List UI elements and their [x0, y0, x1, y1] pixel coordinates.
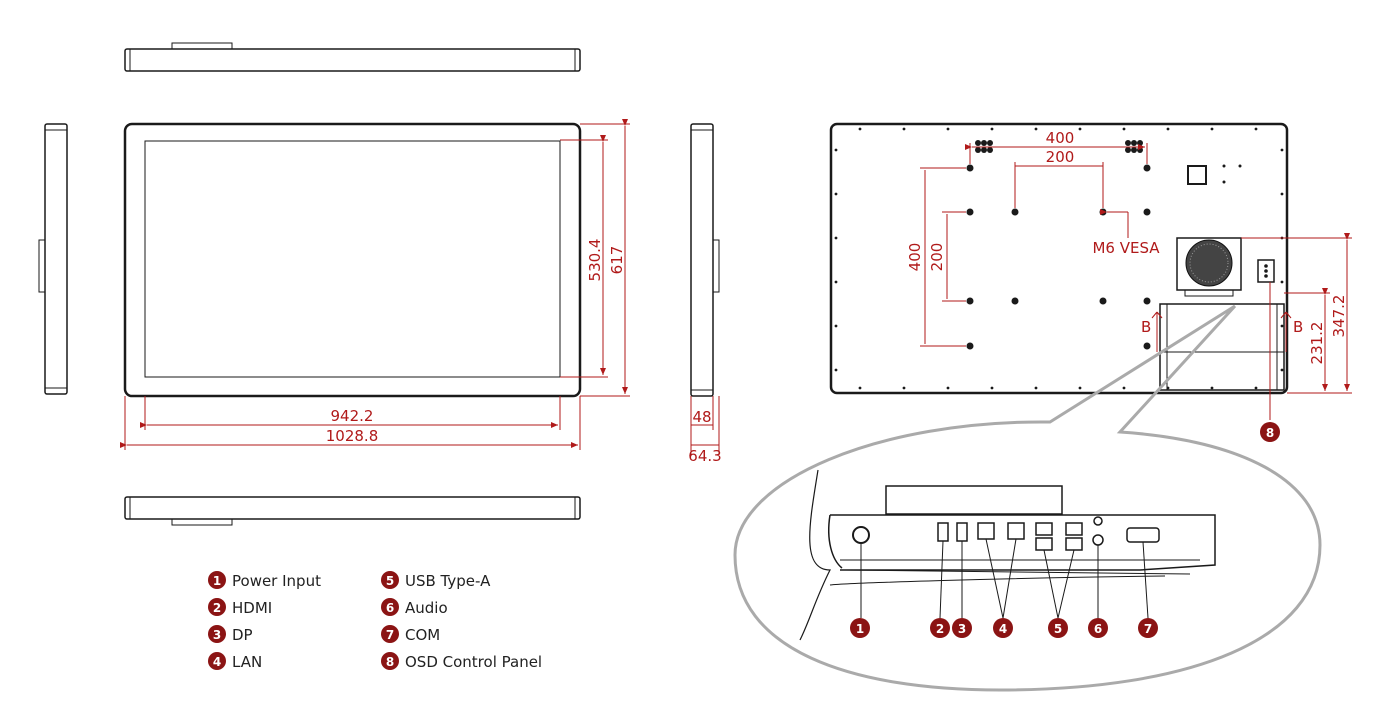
svg-text:Power Input: Power Input	[232, 572, 321, 590]
dim-a-label: 231.2	[1308, 322, 1326, 365]
svg-text:5: 5	[386, 574, 394, 588]
width-inner-label: 942.2	[331, 407, 374, 425]
svg-text:USB Type-A: USB Type-A	[405, 572, 491, 590]
marker-3: 3	[952, 618, 972, 638]
screw-dot	[1166, 127, 1170, 131]
top-view	[124, 42, 581, 72]
screw-dot	[834, 324, 838, 328]
svg-text:3: 3	[213, 628, 221, 642]
front-view	[123, 122, 582, 398]
screw-dot	[1280, 368, 1284, 372]
marker-7: 7	[1138, 618, 1158, 638]
screw-dot	[1254, 386, 1258, 390]
screw-dot	[1254, 127, 1258, 131]
screw-dot	[1078, 386, 1082, 390]
screw-dot	[834, 148, 838, 152]
marker-5: 5	[1048, 618, 1068, 638]
legend-item-usb: 5 USB Type-A	[381, 571, 491, 590]
svg-text:OSD Control Panel: OSD Control Panel	[405, 653, 542, 671]
svg-text:6: 6	[386, 601, 394, 615]
vesa-inner-v-label: 200	[928, 243, 946, 272]
screw-dot	[1078, 127, 1082, 131]
legend-item-com: 7 COM	[381, 625, 440, 644]
legend-item-hdmi: 2 HDMI	[208, 598, 272, 617]
marker-6: 6	[1088, 618, 1108, 638]
legend-item-osd: 8 OSD Control Panel	[381, 652, 542, 671]
screw-dot	[858, 127, 862, 131]
section-b-left: B	[1141, 318, 1151, 336]
svg-text:6: 6	[1094, 622, 1102, 636]
svg-text:2: 2	[936, 622, 944, 636]
legend-item-power-input: 1 Power Input	[208, 571, 321, 590]
screw-dot	[834, 236, 838, 240]
legend-item-lan: 4 LAN	[208, 652, 262, 671]
vesa-inner-label: 200	[1046, 148, 1075, 166]
depth-a-label: 48	[692, 408, 711, 426]
screw-dot	[1210, 127, 1214, 131]
svg-text:8: 8	[1266, 426, 1274, 440]
marker-8: 8	[1260, 422, 1280, 442]
screw-dot	[858, 386, 862, 390]
svg-text:2: 2	[213, 601, 221, 615]
screw-dot	[1210, 386, 1214, 390]
svg-text:5: 5	[1054, 622, 1062, 636]
svg-text:4: 4	[999, 622, 1007, 636]
rear-dimensions	[920, 143, 1352, 420]
section-b-right: B	[1293, 318, 1303, 336]
screw-dot	[990, 386, 994, 390]
svg-text:7: 7	[386, 628, 394, 642]
screw-dot	[1122, 127, 1126, 131]
svg-text:Audio: Audio	[405, 599, 448, 617]
left-side-view	[38, 123, 68, 395]
svg-text:4: 4	[213, 655, 221, 669]
height-inner-label: 530.4	[586, 239, 604, 282]
screw-dot	[946, 386, 950, 390]
screw-dot	[990, 127, 994, 131]
vesa-outer-v-label: 400	[906, 243, 924, 272]
markers: 1 2 3 4 5 6 7 8	[850, 422, 1280, 638]
svg-text:3: 3	[958, 622, 966, 636]
legend-item-audio: 6 Audio	[381, 598, 448, 617]
screw-dot	[1034, 386, 1038, 390]
marker-4: 4	[993, 618, 1013, 638]
bottom-view	[124, 496, 581, 526]
svg-text:8: 8	[386, 655, 394, 669]
vesa-outer-label: 400	[1046, 129, 1075, 147]
svg-text:1: 1	[213, 574, 221, 588]
front-dimensions	[120, 119, 630, 450]
svg-text:LAN: LAN	[232, 653, 262, 671]
svg-text:HDMI: HDMI	[232, 599, 272, 617]
svg-text:DP: DP	[232, 626, 253, 644]
height-outer-label: 617	[608, 246, 626, 275]
svg-text:1: 1	[856, 622, 864, 636]
depth-b-label: 64.3	[688, 447, 721, 465]
screw-dot	[1280, 148, 1284, 152]
screw-dot	[1280, 192, 1284, 196]
screw-dot	[902, 386, 906, 390]
legend-item-dp: 3 DP	[208, 625, 253, 644]
screw-dot	[1034, 127, 1038, 131]
marker-2: 2	[930, 618, 950, 638]
svg-text:COM: COM	[405, 626, 440, 644]
screw-dot	[1280, 324, 1284, 328]
screw-dot	[834, 280, 838, 284]
right-side-view	[690, 123, 720, 455]
width-outer-label: 1028.8	[326, 427, 379, 445]
vesa-screw-label: M6 VESA	[1092, 239, 1160, 257]
screw-dot	[834, 368, 838, 372]
screw-dot	[1280, 280, 1284, 284]
screw-dot	[834, 192, 838, 196]
marker-1: 1	[850, 618, 870, 638]
dim-b-label: 347.2	[1330, 295, 1348, 338]
screw-dot	[946, 127, 950, 131]
io-callout	[733, 304, 1322, 692]
screw-dot	[1122, 386, 1126, 390]
svg-text:7: 7	[1144, 622, 1152, 636]
screw-dot	[902, 127, 906, 131]
